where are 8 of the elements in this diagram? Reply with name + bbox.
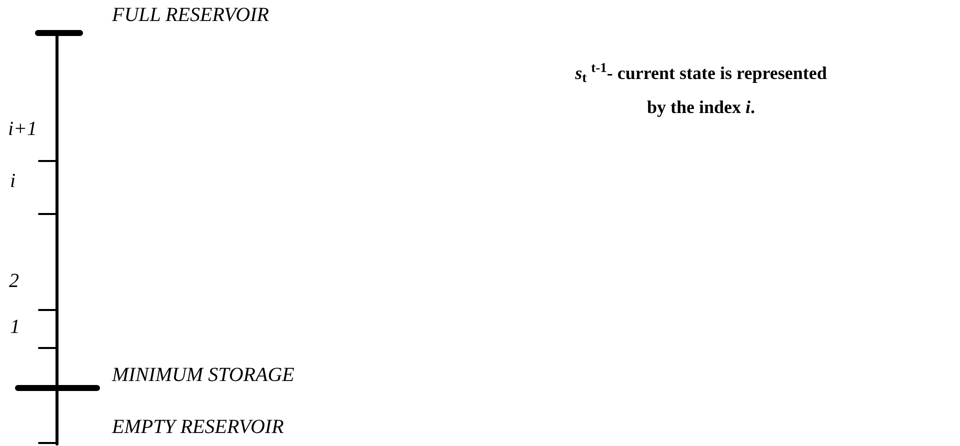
state-index: 1 bbox=[10, 315, 20, 340]
level-label: EMPTY RESERVOIR bbox=[112, 415, 284, 440]
state-index: 2 bbox=[9, 269, 19, 294]
state-index: i+1 bbox=[8, 117, 38, 142]
level-label: MINIMUM STORAGE bbox=[112, 363, 294, 388]
state-index: i bbox=[10, 169, 16, 194]
note-text: s$_{t}$ $^{t-1}$- current state is represented by the index i. bbox=[574, 59, 828, 119]
level-label: FULL RESERVOIR bbox=[112, 3, 269, 28]
